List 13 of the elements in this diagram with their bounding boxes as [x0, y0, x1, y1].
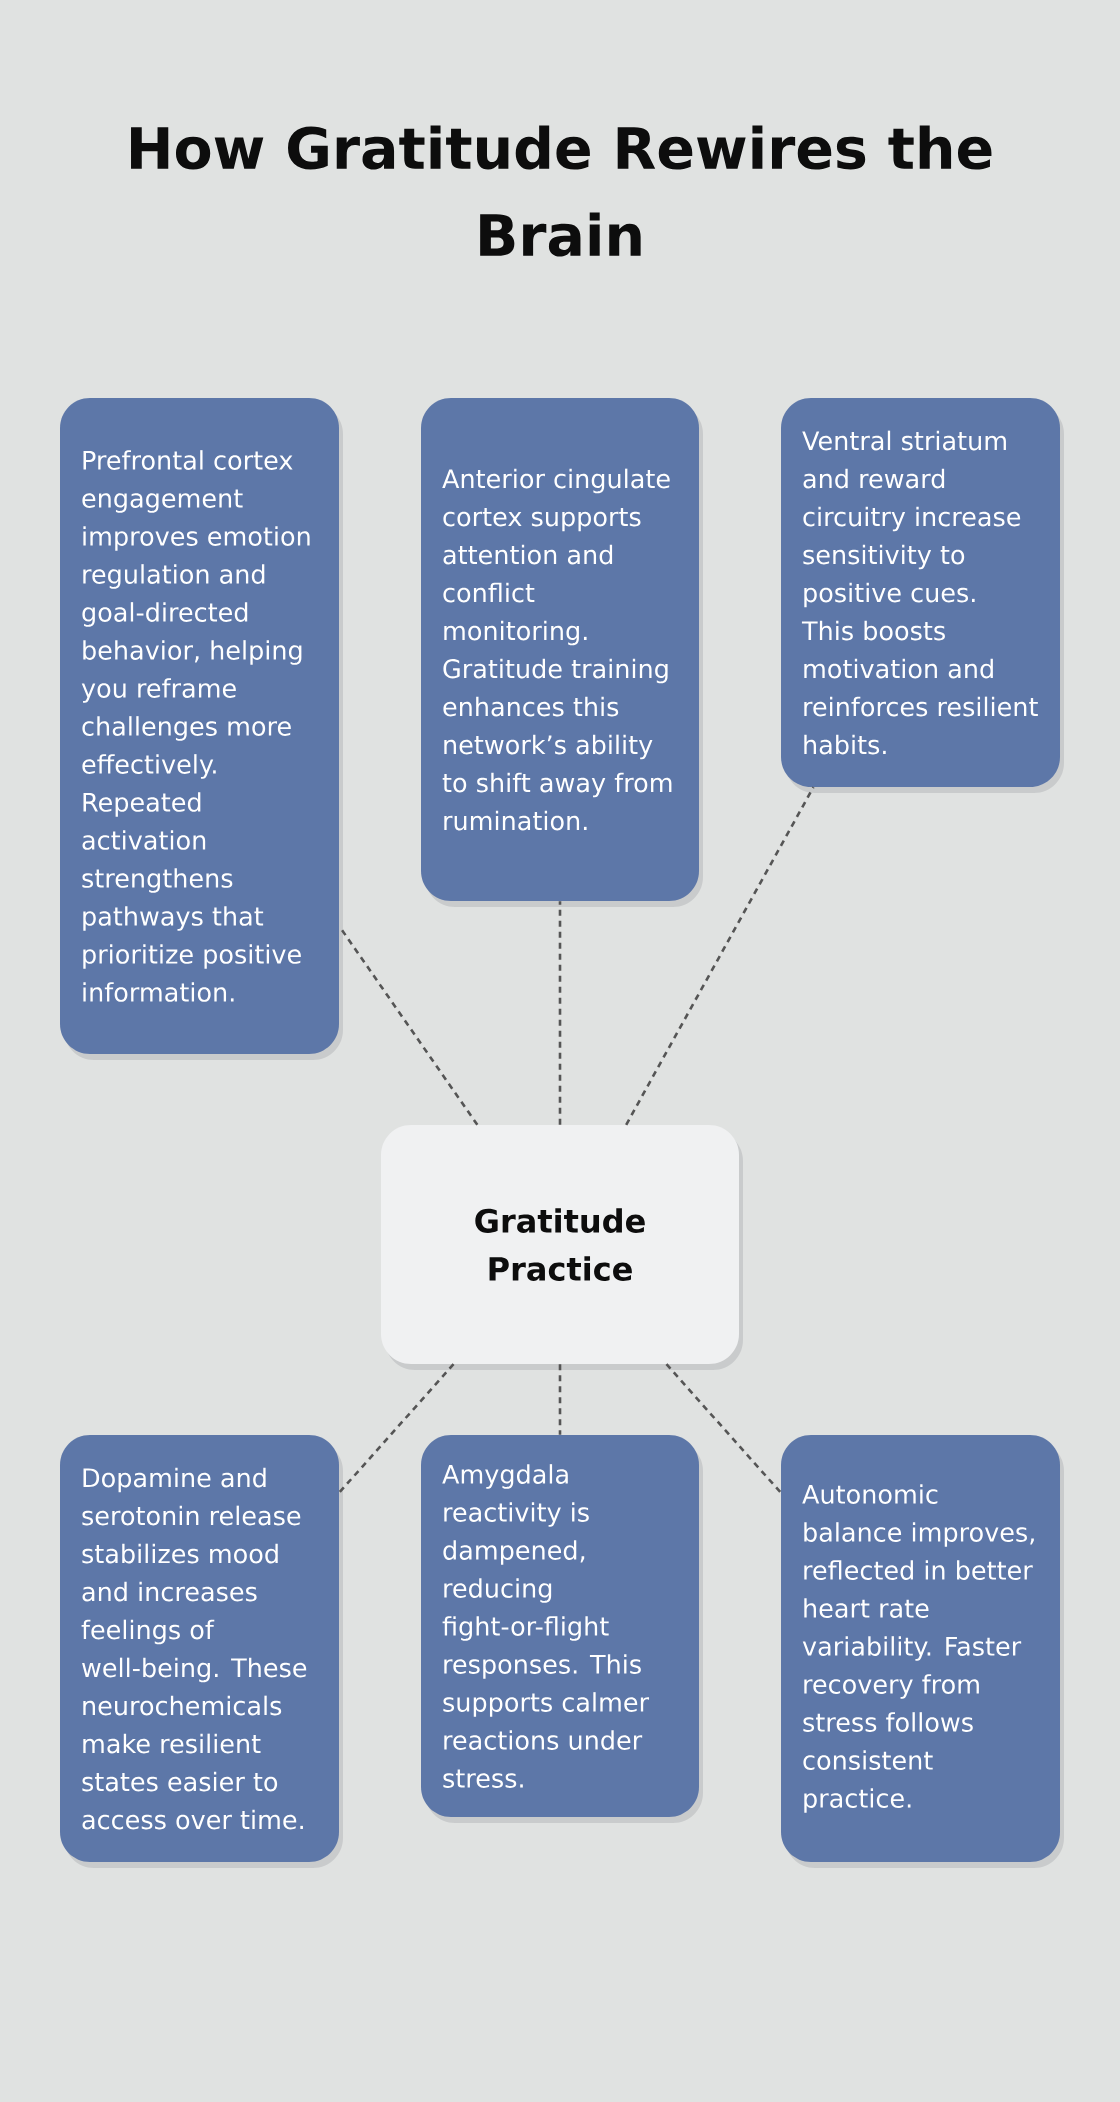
info-box: Dopamine and serotonin release stabilizes mood and increases feelings of well-being. These neurochemicals make resilient states easier to access over time.: [60, 1435, 343, 1868]
connector-line: [665, 1363, 782, 1494]
connector-line: [558, 1364, 562, 1435]
connector-line: [338, 1363, 455, 1494]
info-box: Prefrontal cortex engagement improves emotion regulation and goal-directed behavior, helping you reframe challenges more effectively. Repeated activation strengthens pathways that prioritize positive information.: [60, 398, 343, 1060]
info-box: Autonomic balance improves, reflected in better heart rate variability. Faster recovery from stress follows consistent practice.: [781, 1435, 1064, 1868]
connector-line: [625, 786, 815, 1126]
info-box: Amygdala reactivity is dampened, reducing fight-or-flight responses. This supports calmer reactions under stress.: [421, 1435, 703, 1823]
connector-line: [558, 901, 562, 1125]
info-box: Ventral striatum and reward circuitry increase sensitivity to positive cues. This boosts motivation and reinforces resilient habits.: [781, 398, 1064, 793]
info-box: Anterior cingulate cortex supports attention and conflict monitoring. Gratitude training enhances this network’s ability to shift away from rumination.: [421, 398, 703, 907]
title: How Gratitude Rewires the Brain: [131, 125, 992, 257]
hub-box: Gratitude Practice: [381, 1125, 743, 1370]
